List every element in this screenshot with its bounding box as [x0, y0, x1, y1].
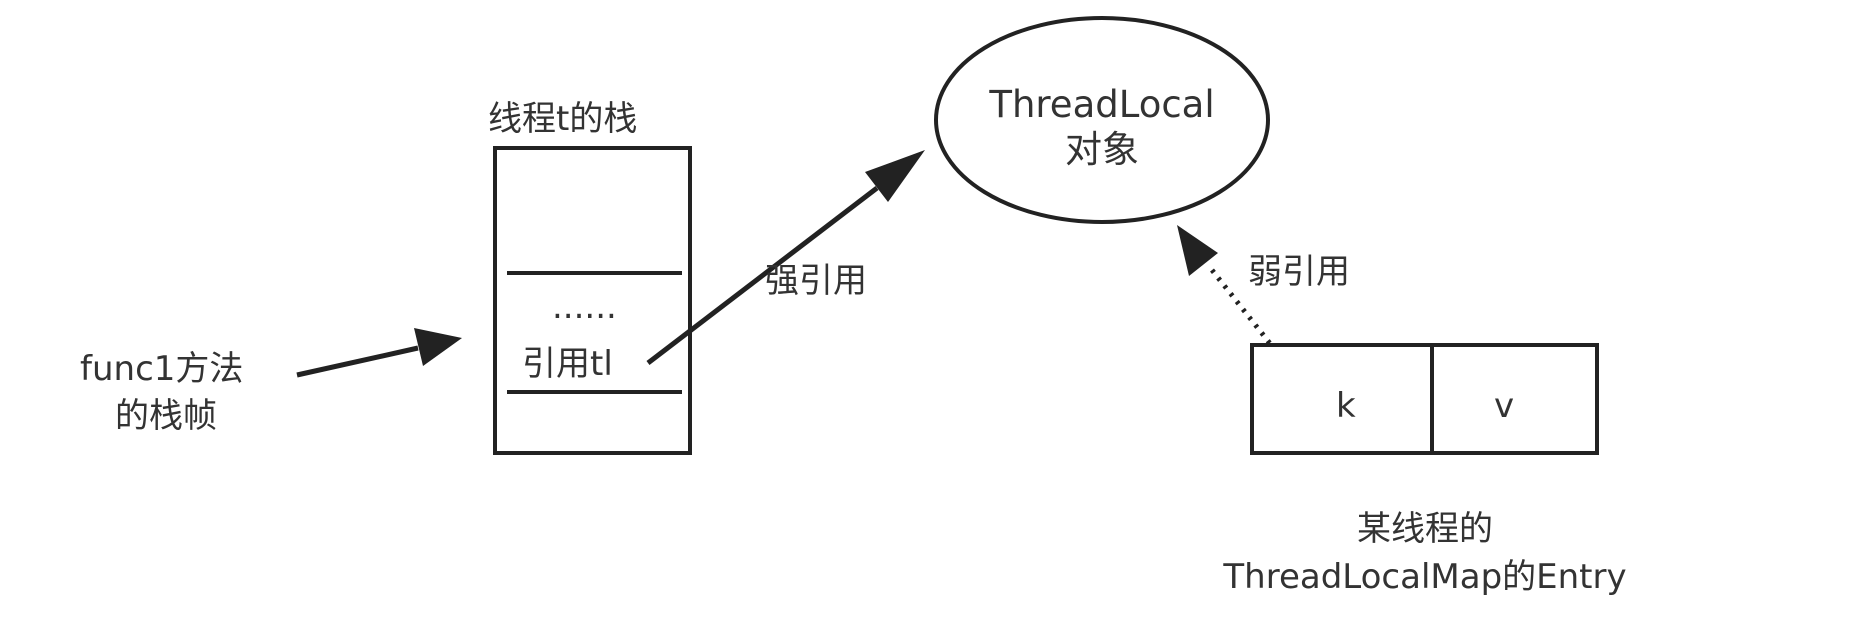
thread-stack-box	[493, 146, 692, 455]
entry-key: k	[1336, 386, 1356, 426]
strong-ref-arrowhead	[865, 150, 925, 202]
weak-ref-arrowhead	[1177, 225, 1218, 276]
entry-value: v	[1494, 386, 1514, 426]
weak-ref-dotted-line	[1206, 263, 1315, 400]
frame-label-line2: 的栈帧	[115, 396, 217, 436]
strong-ref-arrow-line	[646, 186, 879, 365]
threadlocal-label-line1: ThreadLocal	[988, 83, 1214, 126]
threadlocal-object-ellipse	[934, 16, 1270, 224]
strong-ref-label: 强引用	[765, 261, 867, 301]
stack-ellipsis: ......	[552, 287, 617, 327]
entry-box	[1250, 343, 1599, 455]
threadlocal-label-line2: 对象	[1065, 128, 1139, 171]
frame-to-stack-arrowhead	[414, 328, 462, 366]
frame-label-line1: func1方法	[80, 349, 243, 389]
stack-ref-label: 引用tl	[522, 344, 613, 384]
entry-caption-line1: 某线程的	[1357, 509, 1493, 549]
entry-caption-line2: ThreadLocalMap的Entry	[1222, 557, 1626, 597]
frame-to-stack-arrow-line	[296, 345, 419, 378]
weak-ref-label: 弱引用	[1248, 252, 1350, 292]
stack-title: 线程t的栈	[488, 99, 637, 139]
